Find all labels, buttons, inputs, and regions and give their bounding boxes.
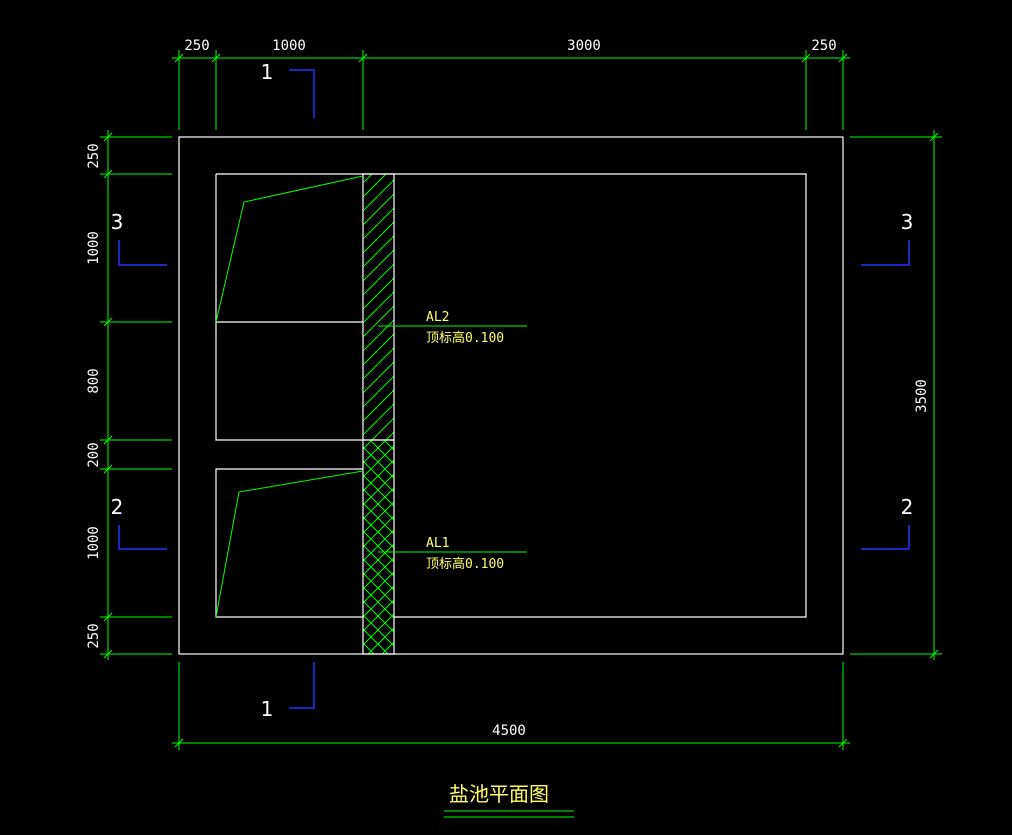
dim-top-2: 1000 [272, 38, 306, 54]
dim-left-4: 200 [86, 442, 102, 467]
section-marker-left-lower: 2 [111, 495, 167, 550]
top-dimension-chain [172, 50, 850, 130]
svg-text:1: 1 [261, 60, 274, 84]
dim-top-4: 250 [811, 38, 836, 54]
beam-al2-name: AL2 [426, 310, 449, 325]
svg-text:3: 3 [901, 210, 914, 234]
bottom-dimension-chain [172, 662, 850, 750]
svg-text:3: 3 [111, 210, 124, 234]
right-dimension-chain [850, 130, 942, 660]
beam-al2-elevation: 顶标高0.100 [426, 330, 504, 346]
section-marker-bottom: 1 [261, 662, 315, 721]
inner-pool-outline [215, 173, 807, 618]
left-dimension-chain [100, 130, 172, 660]
beam-al1-elevation: 顶标高0.100 [426, 556, 504, 572]
dim-left-2: 1000 [86, 231, 102, 265]
svg-text:1: 1 [261, 697, 274, 721]
dim-left-1: 250 [86, 143, 102, 168]
svg-text:2: 2 [111, 495, 124, 519]
beam-al1-name: AL1 [426, 536, 449, 551]
dim-right: 3500 [914, 379, 930, 413]
dim-left-3: 800 [86, 368, 102, 393]
dim-bottom: 4500 [492, 723, 526, 739]
section-marker-left-upper: 3 [111, 210, 167, 266]
section-marker-right-upper: 3 [861, 210, 914, 266]
section-marker-right-lower: 2 [861, 495, 914, 550]
dim-top-3: 3000 [567, 38, 601, 54]
partition-wall-lower [362, 439, 395, 655]
partition-wall-upper [362, 173, 395, 441]
dim-left-6: 250 [86, 623, 102, 648]
drawing-title: 盐池平面图 [449, 782, 549, 806]
section-marker-top: 1 [261, 60, 315, 118]
dim-top-1: 250 [184, 38, 209, 54]
slope-line-lower [215, 470, 364, 618]
svg-text:2: 2 [901, 495, 914, 519]
slope-line-upper [215, 175, 364, 323]
outer-wall [178, 136, 844, 655]
dim-left-5: 1000 [86, 526, 102, 560]
